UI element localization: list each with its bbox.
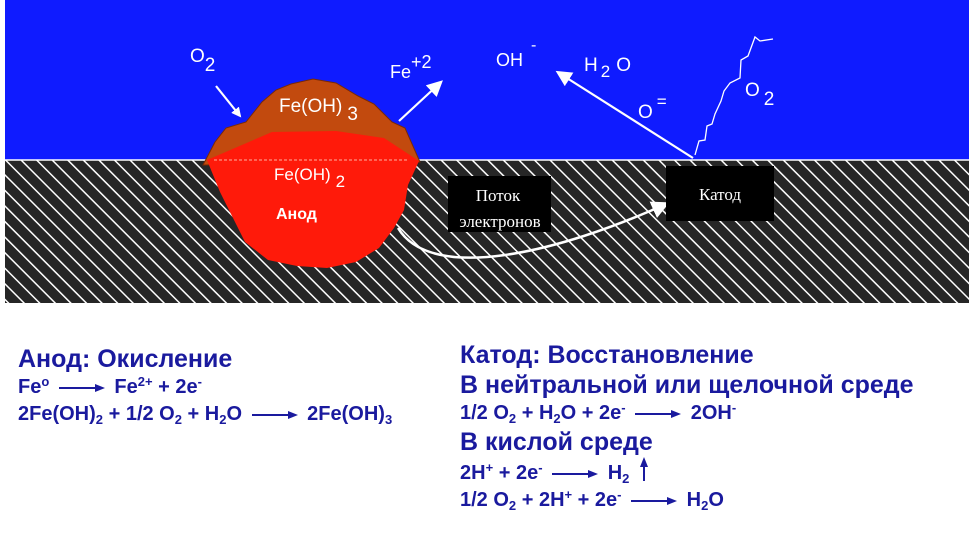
- fe-ion-arrow: [398, 80, 443, 122]
- cathode-eq-2: 2H+ + 2e- H2: [460, 457, 914, 487]
- anode-region: [207, 131, 419, 268]
- o2-diffusion-line: [694, 35, 774, 156]
- oh-label: OH-: [496, 37, 536, 70]
- fe-oh2-label: Fe(OH)2: [274, 165, 345, 191]
- reaction-arrow-icon: [58, 383, 105, 392]
- anode-eq-2: 2Fe(OH)2 + 1/2 O2 + H2O 2Fe(OH)3: [18, 403, 393, 427]
- cathode-box: [666, 166, 774, 221]
- cathode-eq-3: 1/2 O2 + 2H+ + 2e- H2O: [460, 487, 724, 513]
- o2-label-left: O2: [190, 46, 215, 76]
- anode-title: Анод: Окисление: [18, 345, 233, 373]
- cathode-box-text: Катод: [699, 185, 741, 204]
- electron-flow-text-2: электронов: [459, 212, 540, 231]
- anode-equations: Анод: Окисление Feo Fe2+ + 2e- 2Fe(OH)2 …: [18, 344, 392, 428]
- reaction-arrow-icon: [631, 496, 678, 505]
- reaction-arrow-icon: [251, 410, 298, 419]
- gas-release-arrow-icon: [639, 457, 648, 481]
- cathode-eq-1: 1/2 O2 + H2O + 2e- 2OH-: [460, 400, 737, 426]
- reaction-arrow-icon: [635, 409, 682, 418]
- anode-label: Анод: [276, 206, 317, 223]
- neutral-medium-title: В нейтральной или щелочной среде: [460, 371, 914, 399]
- o2-arrow-left: [215, 85, 242, 118]
- cathode-title: Катод: Восстановление: [460, 341, 754, 369]
- reaction-arrow-icon: [552, 469, 599, 478]
- acid-medium-title: В кислой среде: [460, 428, 653, 456]
- fe-oh3-label: Fe(OH)3: [279, 96, 358, 125]
- anode-eq-1: Feo Fe2+ + 2e-: [18, 374, 202, 398]
- fe-ion-label: Fe+2: [390, 52, 432, 82]
- electron-flow-arrow: [396, 201, 670, 259]
- electrolyte-region: [5, 0, 969, 160]
- electron-flow-box: [448, 176, 551, 232]
- electron-flow-text-1: Поток: [476, 186, 521, 205]
- o-ion-label: O=: [638, 92, 667, 123]
- oh-arrow: [555, 70, 694, 159]
- cathode-equations: Катод: Восстановление В нейтральной или …: [460, 340, 914, 514]
